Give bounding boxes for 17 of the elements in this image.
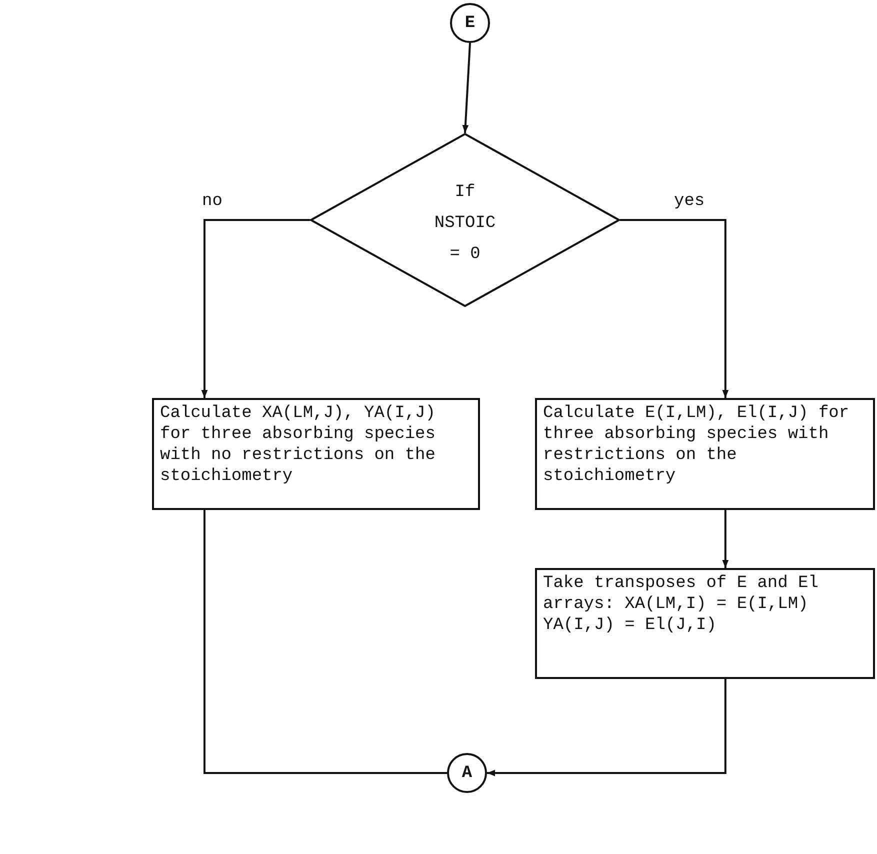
process-text: Calculate E(I,LM), El(I,J) for three absorbing species with restrictions on the stoichiometry — [543, 403, 850, 487]
arrow — [201, 219, 310, 398]
process-box — [152, 398, 480, 510]
decision-text: If NSTOIC = 0 — [433, 182, 497, 266]
connector-letter: E — [464, 12, 476, 34]
arrow — [487, 679, 726, 776]
decision-diamond — [310, 133, 620, 307]
connector-letter: A — [462, 762, 472, 784]
process-text: Calculate XA(LM,J), YA(I,J) for three absorbing species with no restrictions on the stoichiometry — [160, 403, 436, 487]
arrow — [620, 219, 729, 398]
process-box — [535, 398, 875, 510]
connector-circle — [450, 3, 490, 43]
arrow — [722, 510, 729, 568]
process-box — [535, 568, 875, 679]
arrow — [462, 42, 471, 134]
connector-circle — [447, 753, 487, 793]
process-text: Take transposes of E and El arrays: XA(LM,I) = E(I,LM) YA(I,J) = El(J,I) — [543, 573, 820, 636]
